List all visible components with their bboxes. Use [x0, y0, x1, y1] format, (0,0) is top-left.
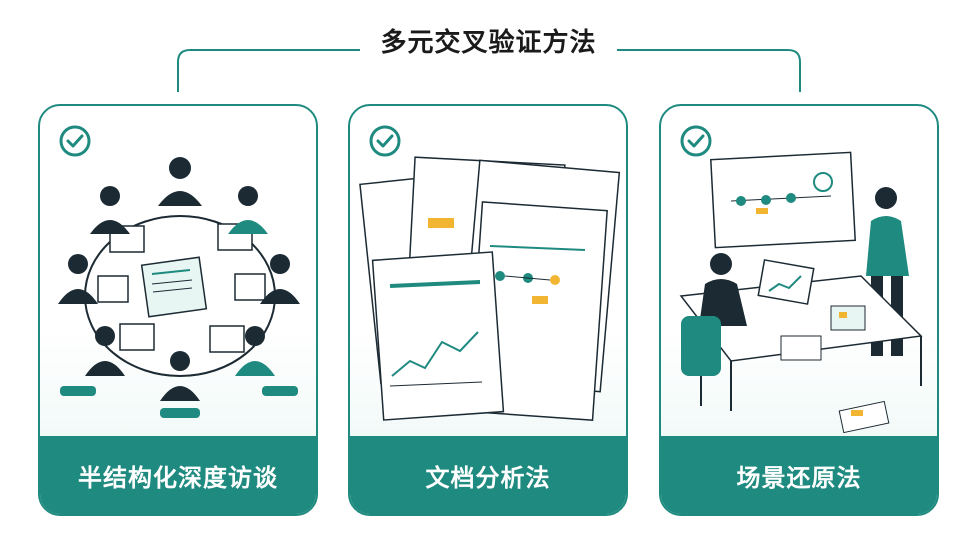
presentation-scene-illustration	[679, 151, 923, 434]
method-card-scenario: 场景还原法	[659, 104, 939, 516]
method-label-scenario: 场景还原法	[661, 436, 937, 514]
check-circle-icon	[680, 125, 712, 157]
title-bracket	[177, 49, 801, 92]
method-label-interview: 半结构化深度访谈	[40, 436, 316, 514]
method-card-interview: 半结构化深度访谈	[38, 104, 318, 516]
check-circle-icon	[59, 125, 91, 157]
page-title: 多元交叉验证方法	[380, 28, 597, 58]
method-card-document: 文档分析法	[348, 104, 628, 516]
document-stack-illustration	[359, 156, 621, 421]
method-label-document: 文档分析法	[350, 436, 626, 514]
round-table-meeting-illustration	[58, 157, 300, 418]
check-circle-icon	[369, 125, 401, 157]
